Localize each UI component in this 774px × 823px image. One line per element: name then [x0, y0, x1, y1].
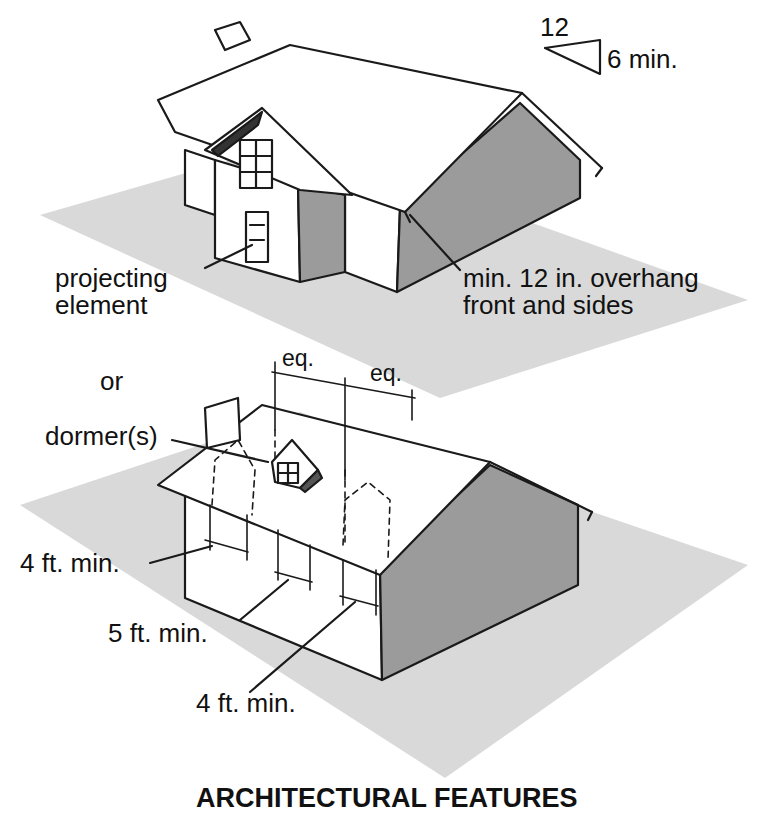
- figure-title: ARCHITECTURAL FEATURES: [196, 783, 578, 814]
- dimension-label: 5 ft. min.: [108, 620, 208, 647]
- leader-line: [250, 602, 355, 692]
- slope-symbol: [545, 40, 600, 74]
- rake: [596, 168, 602, 176]
- callout-label: min. 12 in. overhang front and sides: [463, 265, 738, 319]
- leader-line: [240, 580, 288, 620]
- door: [246, 212, 268, 262]
- dimension-label: 4 ft. min.: [20, 550, 120, 577]
- window: [240, 140, 272, 188]
- projecting-roof: [205, 108, 352, 195]
- dimension-label: eq.: [370, 360, 402, 387]
- slope-rise: 6 min.: [607, 46, 678, 73]
- leader-line: [172, 440, 268, 462]
- callout-label: projecting element: [55, 265, 215, 319]
- rake: [405, 212, 410, 222]
- slope-run: 12: [540, 14, 569, 41]
- chimney: [205, 398, 240, 448]
- dimension-label: 4 ft. min.: [196, 690, 296, 717]
- roof: [158, 45, 522, 212]
- leader-line: [205, 245, 252, 268]
- leader-line: [150, 546, 212, 563]
- callout-label: dormer(s): [45, 423, 158, 450]
- projecting-side: [298, 185, 345, 282]
- rake: [522, 93, 602, 168]
- dimension-label: eq.: [282, 345, 314, 372]
- leader-line: [410, 215, 460, 270]
- note-text: or: [100, 368, 123, 395]
- wall: [185, 150, 215, 215]
- chimney: [215, 22, 250, 50]
